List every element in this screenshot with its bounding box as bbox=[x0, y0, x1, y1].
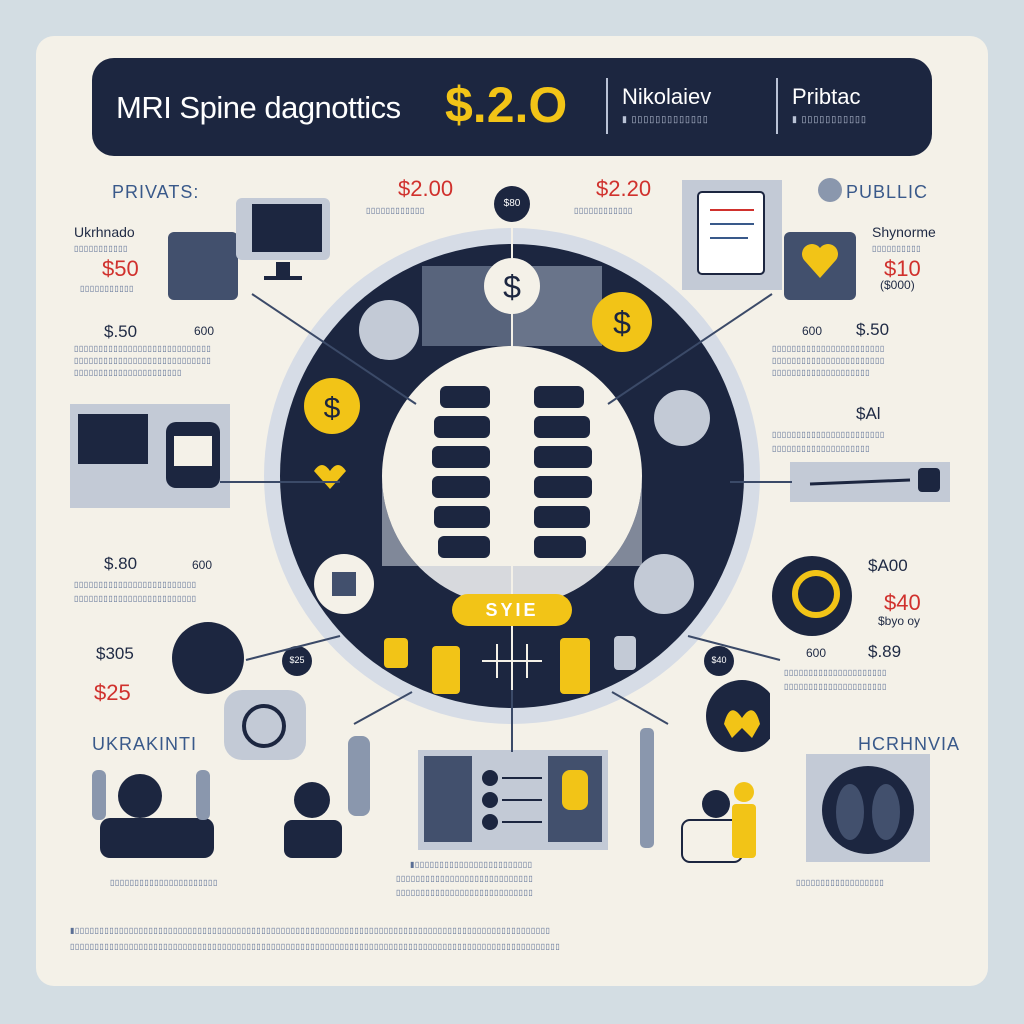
header-divider bbox=[606, 78, 608, 134]
header-title: MRI Spine dagnottics bbox=[116, 90, 401, 125]
right-price-6: $.89 bbox=[868, 642, 902, 661]
spine-icon bbox=[172, 622, 244, 694]
caption: ▯▯▯▯▯▯▯▯▯▯▯▯▯▯▯▯▯▯▯▯▯▯ bbox=[74, 368, 182, 377]
left-price-3: $.80 bbox=[104, 554, 138, 573]
right-badge bbox=[704, 646, 734, 676]
caption: ▯▯▯▯▯▯▯▯▯▯▯▯▯▯▯▯▯▯▯▯▯ bbox=[784, 668, 887, 677]
inner-shadow bbox=[382, 476, 642, 606]
vertebrae-left bbox=[432, 386, 490, 558]
left-price-1: $50 bbox=[102, 256, 139, 281]
dollar-icon bbox=[484, 258, 540, 314]
stethoscope-icon bbox=[168, 232, 238, 300]
left-value-2: 600 bbox=[194, 324, 215, 338]
medical-icon bbox=[359, 300, 419, 360]
spine-axis bbox=[482, 644, 542, 678]
caption: ▮▯▯▯▯▯▯▯▯▯▯▯▯▯▯▯▯▯▯▯▯▯▯▯▯ bbox=[410, 860, 533, 869]
medicine-icon bbox=[634, 554, 694, 614]
caption: ▯▯▯▯▯▯▯▯▯▯▯▯▯▯▯▯▯▯▯▯▯▯▯▯▯▯▯▯ bbox=[396, 874, 534, 883]
stethoscope-ring bbox=[792, 570, 840, 618]
caption: ▯▯▯▯▯▯▯▯▯▯▯▯▯▯▯▯▯▯ bbox=[796, 878, 885, 887]
coin-stack-left bbox=[384, 638, 460, 694]
svg-text:$: $ bbox=[503, 269, 521, 305]
svg-text:$: $ bbox=[324, 392, 341, 425]
left-bottom-heading: UKRAKINTI bbox=[92, 734, 198, 754]
right-price-5-note: $byo oy bbox=[878, 614, 921, 628]
right-badge-text: $40 bbox=[711, 655, 727, 665]
dollar-icon bbox=[592, 292, 652, 352]
doctor-group-icon bbox=[92, 690, 370, 858]
top-left-price: $2.00 bbox=[398, 176, 454, 201]
coin-stack-right bbox=[560, 638, 590, 694]
coin-stack bbox=[614, 636, 636, 670]
right-subheading: Shynorme bbox=[872, 224, 936, 240]
right-price-1-note: ($000) bbox=[880, 278, 915, 292]
top-badge bbox=[494, 186, 530, 222]
footer-caption: ▮▯▯▯▯▯▯▯▯▯▯▯▯▯▯▯▯▯▯▯▯▯▯▯▯▯▯▯▯▯▯▯▯▯▯▯▯▯▯▯… bbox=[70, 926, 551, 935]
header-name-right: Pribtac bbox=[792, 84, 861, 109]
left-badge bbox=[282, 646, 312, 676]
connector-line bbox=[730, 481, 792, 483]
doctor-icon bbox=[640, 680, 770, 863]
right-price-3: $Al bbox=[856, 404, 881, 423]
caption: ▯▯▯▯▯▯▯▯▯▯▯▯▯▯▯▯▯▯▯▯▯▯▯ bbox=[772, 356, 885, 365]
caption: ▯▯▯▯▯▯▯▯▯▯▯▯▯▯▯▯▯▯▯▯▯▯▯▯▯▯▯▯ bbox=[74, 356, 212, 365]
caption: ▯▯▯▯▯▯▯▯▯▯▯▯▯▯▯▯▯▯▯▯▯▯▯▯▯ bbox=[74, 594, 197, 603]
clipboard-icon bbox=[682, 180, 782, 290]
left-value-3: 600 bbox=[192, 558, 213, 572]
right-heading: PUBLLIC bbox=[846, 182, 929, 202]
left-price-4: $305 bbox=[96, 644, 134, 663]
right-value-6: 600 bbox=[806, 646, 827, 660]
heart-shape bbox=[802, 244, 838, 278]
right-price-1: $10 bbox=[884, 256, 921, 281]
caption: ▯▯▯▯▯▯▯▯▯▯▯▯▯▯▯▯▯▯▯▯▯▯▯ bbox=[772, 344, 885, 353]
caption: ▯▯▯▯▯▯▯▯▯▯ bbox=[872, 244, 922, 253]
caption: ▯▯▯▯▯▯▯▯▯▯▯▯▯▯▯▯▯▯▯▯▯ bbox=[784, 682, 887, 691]
caption: ▯▯▯▯▯▯▯▯▯▯▯▯▯▯▯▯▯▯▯▯▯▯▯▯▯▯▯▯ bbox=[396, 888, 534, 897]
dollar-icon bbox=[304, 378, 360, 434]
caption: ▯▯▯▯▯▯▯▯▯▯▯▯ bbox=[366, 206, 425, 215]
header-sub-left: ▮ ▯▯▯▯▯▯▯▯▯▯▯▯▯ bbox=[622, 114, 709, 124]
scan-comparison-icon bbox=[418, 750, 608, 850]
public-icon bbox=[818, 178, 842, 202]
caption: ▯▯▯▯▯▯▯▯▯▯▯▯▯▯▯▯▯▯▯▯▯▯▯▯▯ bbox=[74, 580, 197, 589]
right-price-4: $A00 bbox=[868, 556, 908, 575]
left-price-5: $25 bbox=[94, 680, 131, 705]
caption: ▯▯▯▯▯▯▯▯▯▯▯▯▯▯▯▯▯▯▯▯ bbox=[772, 444, 871, 453]
left-price-2: $.50 bbox=[104, 322, 138, 341]
caption: ▯▯▯▯▯▯▯▯▯▯▯ bbox=[80, 284, 134, 293]
mri-machine-icon bbox=[70, 404, 230, 508]
right-bottom-heading: HCRHNVIA bbox=[858, 734, 961, 754]
top-right-price: $2.20 bbox=[596, 176, 652, 201]
syringe-icon bbox=[790, 462, 950, 502]
right-price-2: $.50 bbox=[856, 320, 890, 339]
header-divider bbox=[776, 78, 778, 134]
monitor-icon bbox=[236, 198, 330, 280]
vertebrae-right bbox=[534, 386, 592, 558]
svg-text:$: $ bbox=[613, 305, 631, 341]
caption: ▯▯▯▯▯▯▯▯▯▯▯▯▯▯▯▯▯▯▯▯▯▯▯ bbox=[772, 430, 885, 439]
left-subheading: Ukrhnado bbox=[74, 224, 135, 240]
connector-line bbox=[220, 481, 340, 483]
left-badge-text: $25 bbox=[289, 655, 305, 665]
header-banner bbox=[92, 58, 932, 156]
footer-caption: ▯▯▯▯▯▯▯▯▯▯▯▯▯▯▯▯▯▯▯▯▯▯▯▯▯▯▯▯▯▯▯▯▯▯▯▯▯▯▯▯… bbox=[70, 942, 561, 951]
header-sub-right: ▮ ▯▯▯▯▯▯▯▯▯▯▯ bbox=[792, 114, 867, 124]
caption: ▯▯▯▯▯▯▯▯▯▯▯▯▯▯▯▯▯▯▯▯▯▯ bbox=[110, 878, 218, 887]
brain-icon bbox=[654, 390, 710, 446]
lungs-icon bbox=[806, 754, 930, 862]
spine-diagram: $ $ $ bbox=[264, 226, 760, 726]
caption: ▯▯▯▯▯▯▯▯▯▯▯ bbox=[74, 244, 128, 253]
header-name-left: Nikolaiev bbox=[622, 84, 712, 109]
right-value-2: 600 bbox=[802, 324, 823, 338]
header-price: $.2.O bbox=[445, 77, 568, 133]
caption: ▯▯▯▯▯▯▯▯▯▯▯▯▯▯▯▯▯▯▯▯ bbox=[772, 368, 871, 377]
left-heading: PRIVATS: bbox=[112, 182, 200, 202]
caption: ▯▯▯▯▯▯▯▯▯▯▯▯ bbox=[574, 206, 633, 215]
heart-icon bbox=[314, 465, 346, 489]
center-label: SYIE bbox=[452, 594, 572, 626]
caption: ▯▯▯▯▯▯▯▯▯▯▯▯▯▯▯▯▯▯▯▯▯▯▯▯▯▯▯▯ bbox=[74, 344, 212, 353]
right-price-5: $40 bbox=[884, 590, 921, 615]
top-badge-text: $80 bbox=[503, 198, 521, 209]
